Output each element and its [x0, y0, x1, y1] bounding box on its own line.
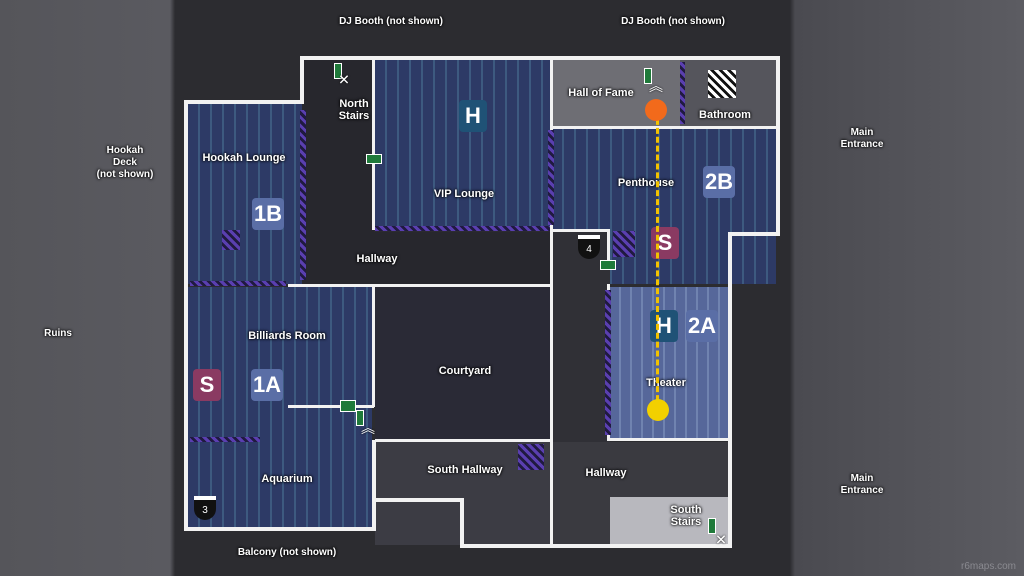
room-aquarium [188, 440, 372, 527]
wall [776, 56, 780, 236]
door-barricade [366, 154, 382, 164]
end-point [647, 399, 669, 421]
wall [607, 438, 729, 441]
path-line [656, 110, 659, 410]
stairs-marker [356, 410, 364, 426]
watermark: r6maps.com [960, 561, 1016, 572]
wall [372, 440, 376, 530]
stairs-up-icon: ︽ [649, 78, 663, 94]
wall [300, 56, 304, 104]
stairs-marker [334, 63, 342, 79]
label-dj-booth: DJ Booth (not shown) [339, 16, 443, 27]
breakable-wall [548, 130, 554, 225]
label-bathroom: Bathroom [699, 109, 751, 121]
label-ruins: Ruins [44, 328, 72, 339]
label-vip-lounge: VIP Lounge [433, 188, 495, 200]
wall [300, 56, 780, 60]
hatch-floor [518, 444, 544, 470]
breakable-wall [300, 110, 306, 280]
room-hallway-north [302, 232, 552, 284]
label-courtyard: Courtyard [438, 365, 492, 377]
wall [372, 287, 375, 407]
site-2a: 2A [686, 310, 718, 342]
wall [460, 544, 732, 548]
label-hallway-north: Hallway [356, 253, 398, 265]
label-north-stairs: North Stairs [338, 98, 370, 122]
label-south-hallway: South Hallway [427, 464, 503, 476]
wall [730, 232, 780, 236]
label-dj-booth: DJ Booth (not shown) [621, 16, 725, 27]
room-courtyard [375, 287, 550, 440]
stairs-up-icon: ︽ [361, 420, 375, 436]
camera-icon: 4 [578, 235, 600, 259]
wall [460, 498, 464, 548]
label-balcony: Balcony (not shown) [237, 547, 337, 558]
wall [372, 498, 464, 502]
camera-icon: 3 [194, 496, 216, 520]
label-hookah-lounge: Hookah Lounge [202, 152, 286, 164]
breakable-wall [190, 281, 286, 286]
room-hookah-lounge [188, 104, 302, 284]
secure-marker: S [193, 369, 221, 401]
breakable-wall [375, 226, 550, 231]
hostage-marker: H [650, 310, 678, 342]
wall [552, 229, 610, 232]
site-1a: 1A [251, 369, 283, 401]
wall [375, 439, 551, 442]
wall [372, 60, 375, 230]
secure-marker: S [651, 227, 679, 259]
wall [184, 100, 304, 104]
hatch-floor [222, 230, 240, 250]
hostage-marker: H [459, 100, 487, 132]
room-north-stairs [302, 60, 374, 232]
hatch-floor [613, 231, 635, 257]
wall [550, 60, 553, 545]
wall [552, 126, 778, 129]
label-main-entrance: Main Entrance [840, 127, 884, 150]
stairs-marker [644, 68, 652, 84]
breakable-wall [680, 62, 685, 124]
label-penthouse: Penthouse [617, 177, 675, 189]
label-main-entrance: Main Entrance [840, 473, 884, 496]
label-billiards-room: Billiards Room [248, 330, 326, 342]
hatch-bathroom [708, 70, 736, 98]
label-theater: Theater [646, 377, 686, 389]
wall [288, 405, 374, 408]
wall [607, 229, 610, 264]
wall [184, 100, 188, 531]
label-aquarium: Aquarium [261, 473, 313, 485]
breakable-wall [190, 437, 260, 442]
wall [728, 232, 732, 548]
door-barricade [600, 260, 616, 270]
site-1b: 1B [252, 198, 284, 230]
breakable-wall [605, 290, 611, 435]
label-hallway-south: Hallway [585, 467, 627, 479]
label-south-stairs: South Stairs [670, 504, 702, 528]
door-barricade [340, 400, 356, 412]
wall [288, 284, 552, 287]
room-vip-lounge [375, 60, 550, 230]
start-point [645, 99, 667, 121]
site-2b: 2B [703, 166, 735, 198]
room-billiards [188, 287, 372, 440]
label-hall-of-fame: Hall of Fame [568, 87, 634, 99]
wall [184, 527, 376, 531]
stairs-marker [708, 518, 716, 534]
stairs-down-icon: ✕ [338, 71, 350, 88]
stairs-down-icon: ✕ [715, 531, 727, 548]
label-hookah-deck: Hookah Deck (not shown) [96, 145, 154, 180]
